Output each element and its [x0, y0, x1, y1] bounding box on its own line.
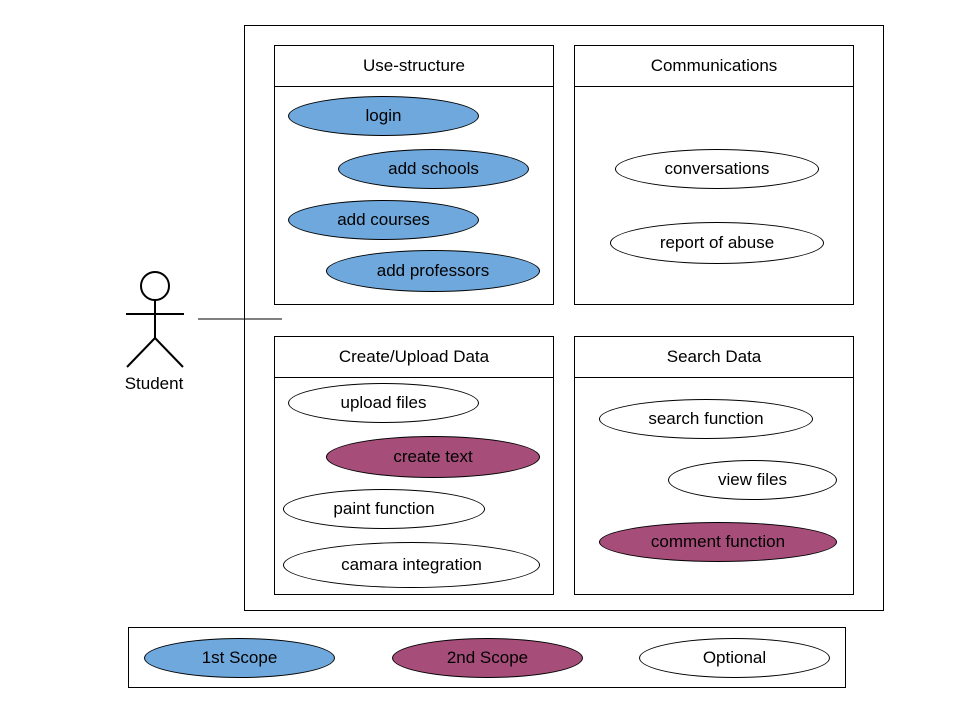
use-case-conversations[interactable]: conversations [615, 149, 819, 189]
use-case-login[interactable]: login [288, 96, 479, 136]
use-case-add-schools[interactable]: add schools [338, 149, 529, 189]
use-case-add-courses[interactable]: add courses [288, 200, 479, 240]
use-case-view-files[interactable]: view files [668, 460, 837, 500]
use-case-create-text[interactable]: create text [326, 436, 540, 478]
legend-1st-scope: 1st Scope [144, 638, 335, 678]
legend-2nd-scope: 2nd Scope [392, 638, 583, 678]
package-search-data: Search Data search function view files c… [574, 336, 854, 595]
use-case-report-of-abuse[interactable]: report of abuse [610, 222, 824, 264]
package-communications: Communications conversations report of a… [574, 45, 854, 305]
package-title: Search Data [575, 337, 853, 378]
package-create-upload-data: Create/Upload Data upload files create t… [274, 336, 554, 595]
use-case-comment-function[interactable]: comment function [599, 522, 837, 562]
package-title: Create/Upload Data [275, 337, 553, 378]
actor-student-icon [126, 271, 184, 368]
use-case-upload-files[interactable]: upload files [288, 383, 479, 423]
legend-optional: Optional [639, 638, 830, 678]
use-case-paint-function[interactable]: paint function [283, 489, 485, 529]
use-case-search-function[interactable]: search function [599, 399, 813, 439]
system-boundary [244, 25, 884, 611]
use-case-camara-integration[interactable]: camara integration [283, 542, 540, 588]
package-use-structure: Use-structure login add schools add cour… [274, 45, 554, 305]
actor-label: Student [124, 374, 184, 393]
package-title: Use-structure [275, 46, 553, 87]
package-title: Communications [575, 46, 853, 87]
legend: 1st Scope 2nd Scope Optional [128, 627, 846, 688]
association-line [198, 318, 282, 320]
use-case-add-professors[interactable]: add professors [326, 250, 540, 292]
